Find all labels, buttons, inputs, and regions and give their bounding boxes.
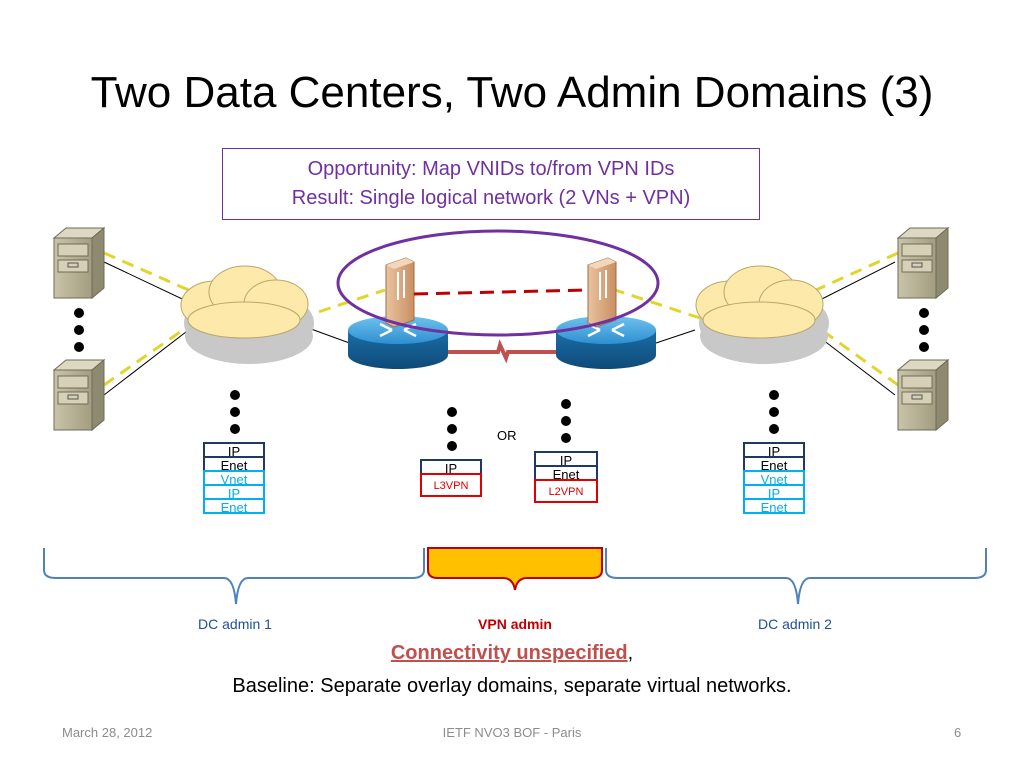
stack-layer: IP: [534, 451, 598, 468]
stack-layer: IP: [203, 442, 265, 459]
stack-right: IP Enet Vnet IP Enet: [743, 442, 805, 515]
cloud-right: [695, 265, 829, 364]
stack-layer: L3VPN: [420, 473, 482, 497]
opportunity-box: Opportunity: Map VNIDs to/from VPN IDs R…: [222, 148, 760, 220]
stack-layer: Enet: [203, 498, 265, 515]
connectivity-highlight: Connectivity unspecified: [390, 642, 628, 664]
dc-admin-1-brace: [43, 548, 425, 605]
stack-layer: Enet: [743, 456, 805, 473]
stack-left: IP Enet Vnet IP Enet: [203, 442, 265, 515]
router-right-icon: [556, 316, 656, 369]
stack-layer: L2VPN: [534, 479, 598, 503]
vpn-gateway-right-icon: [587, 257, 617, 328]
vpn-tunnel: [413, 288, 589, 296]
vpn-gateway-left-icon: [385, 257, 415, 328]
dc-admin-2-brace: [605, 548, 987, 605]
result-line: Result: Single logical network (2 VNs + …: [291, 187, 691, 209]
virtual-links: [103, 251, 899, 387]
router-left-icon: [348, 316, 448, 369]
stack-layer: IP: [743, 442, 805, 459]
stack-layer: Enet: [743, 498, 805, 515]
baseline-note: Baseline: Separate overlay domains, sepa…: [232, 675, 792, 697]
server-icon: [52, 226, 106, 300]
dc-admin-1-label: DC admin 1: [198, 616, 272, 632]
ellipsis-dots: [74, 308, 929, 451]
wan-link: [448, 339, 556, 364]
server-icon: [896, 358, 950, 432]
opportunity-line: Opportunity: Map VNIDs to/from VPN IDs: [307, 158, 675, 180]
footer-date: March 28, 2012: [62, 725, 153, 740]
server-icon: [896, 226, 950, 300]
footer-event: IETF NVO3 BOF - Paris: [442, 725, 582, 740]
vpn-admin-label: VPN admin: [478, 616, 552, 632]
stack-l3vpn: IP L3VPN: [420, 459, 482, 497]
vpn-admin-brace: [427, 547, 603, 591]
stack-layer: IP: [420, 459, 482, 476]
connectivity-note: Connectivity unspecified,: [0, 642, 1024, 665]
server-icon: [52, 358, 106, 432]
logical-network-ellipse: [336, 229, 660, 337]
stack-l2vpn: IP Enet L2VPN: [534, 451, 598, 503]
page-number: 6: [954, 725, 962, 740]
stack-layer: Vnet: [743, 470, 805, 487]
slide-title: Two Data Centers, Two Admin Domains (3): [90, 68, 934, 117]
dc-admin-2-label: DC admin 2: [758, 616, 832, 632]
or-label: OR: [497, 428, 517, 443]
connectivity-suffix: ,: [627, 642, 634, 664]
cloud-left: [180, 265, 314, 364]
